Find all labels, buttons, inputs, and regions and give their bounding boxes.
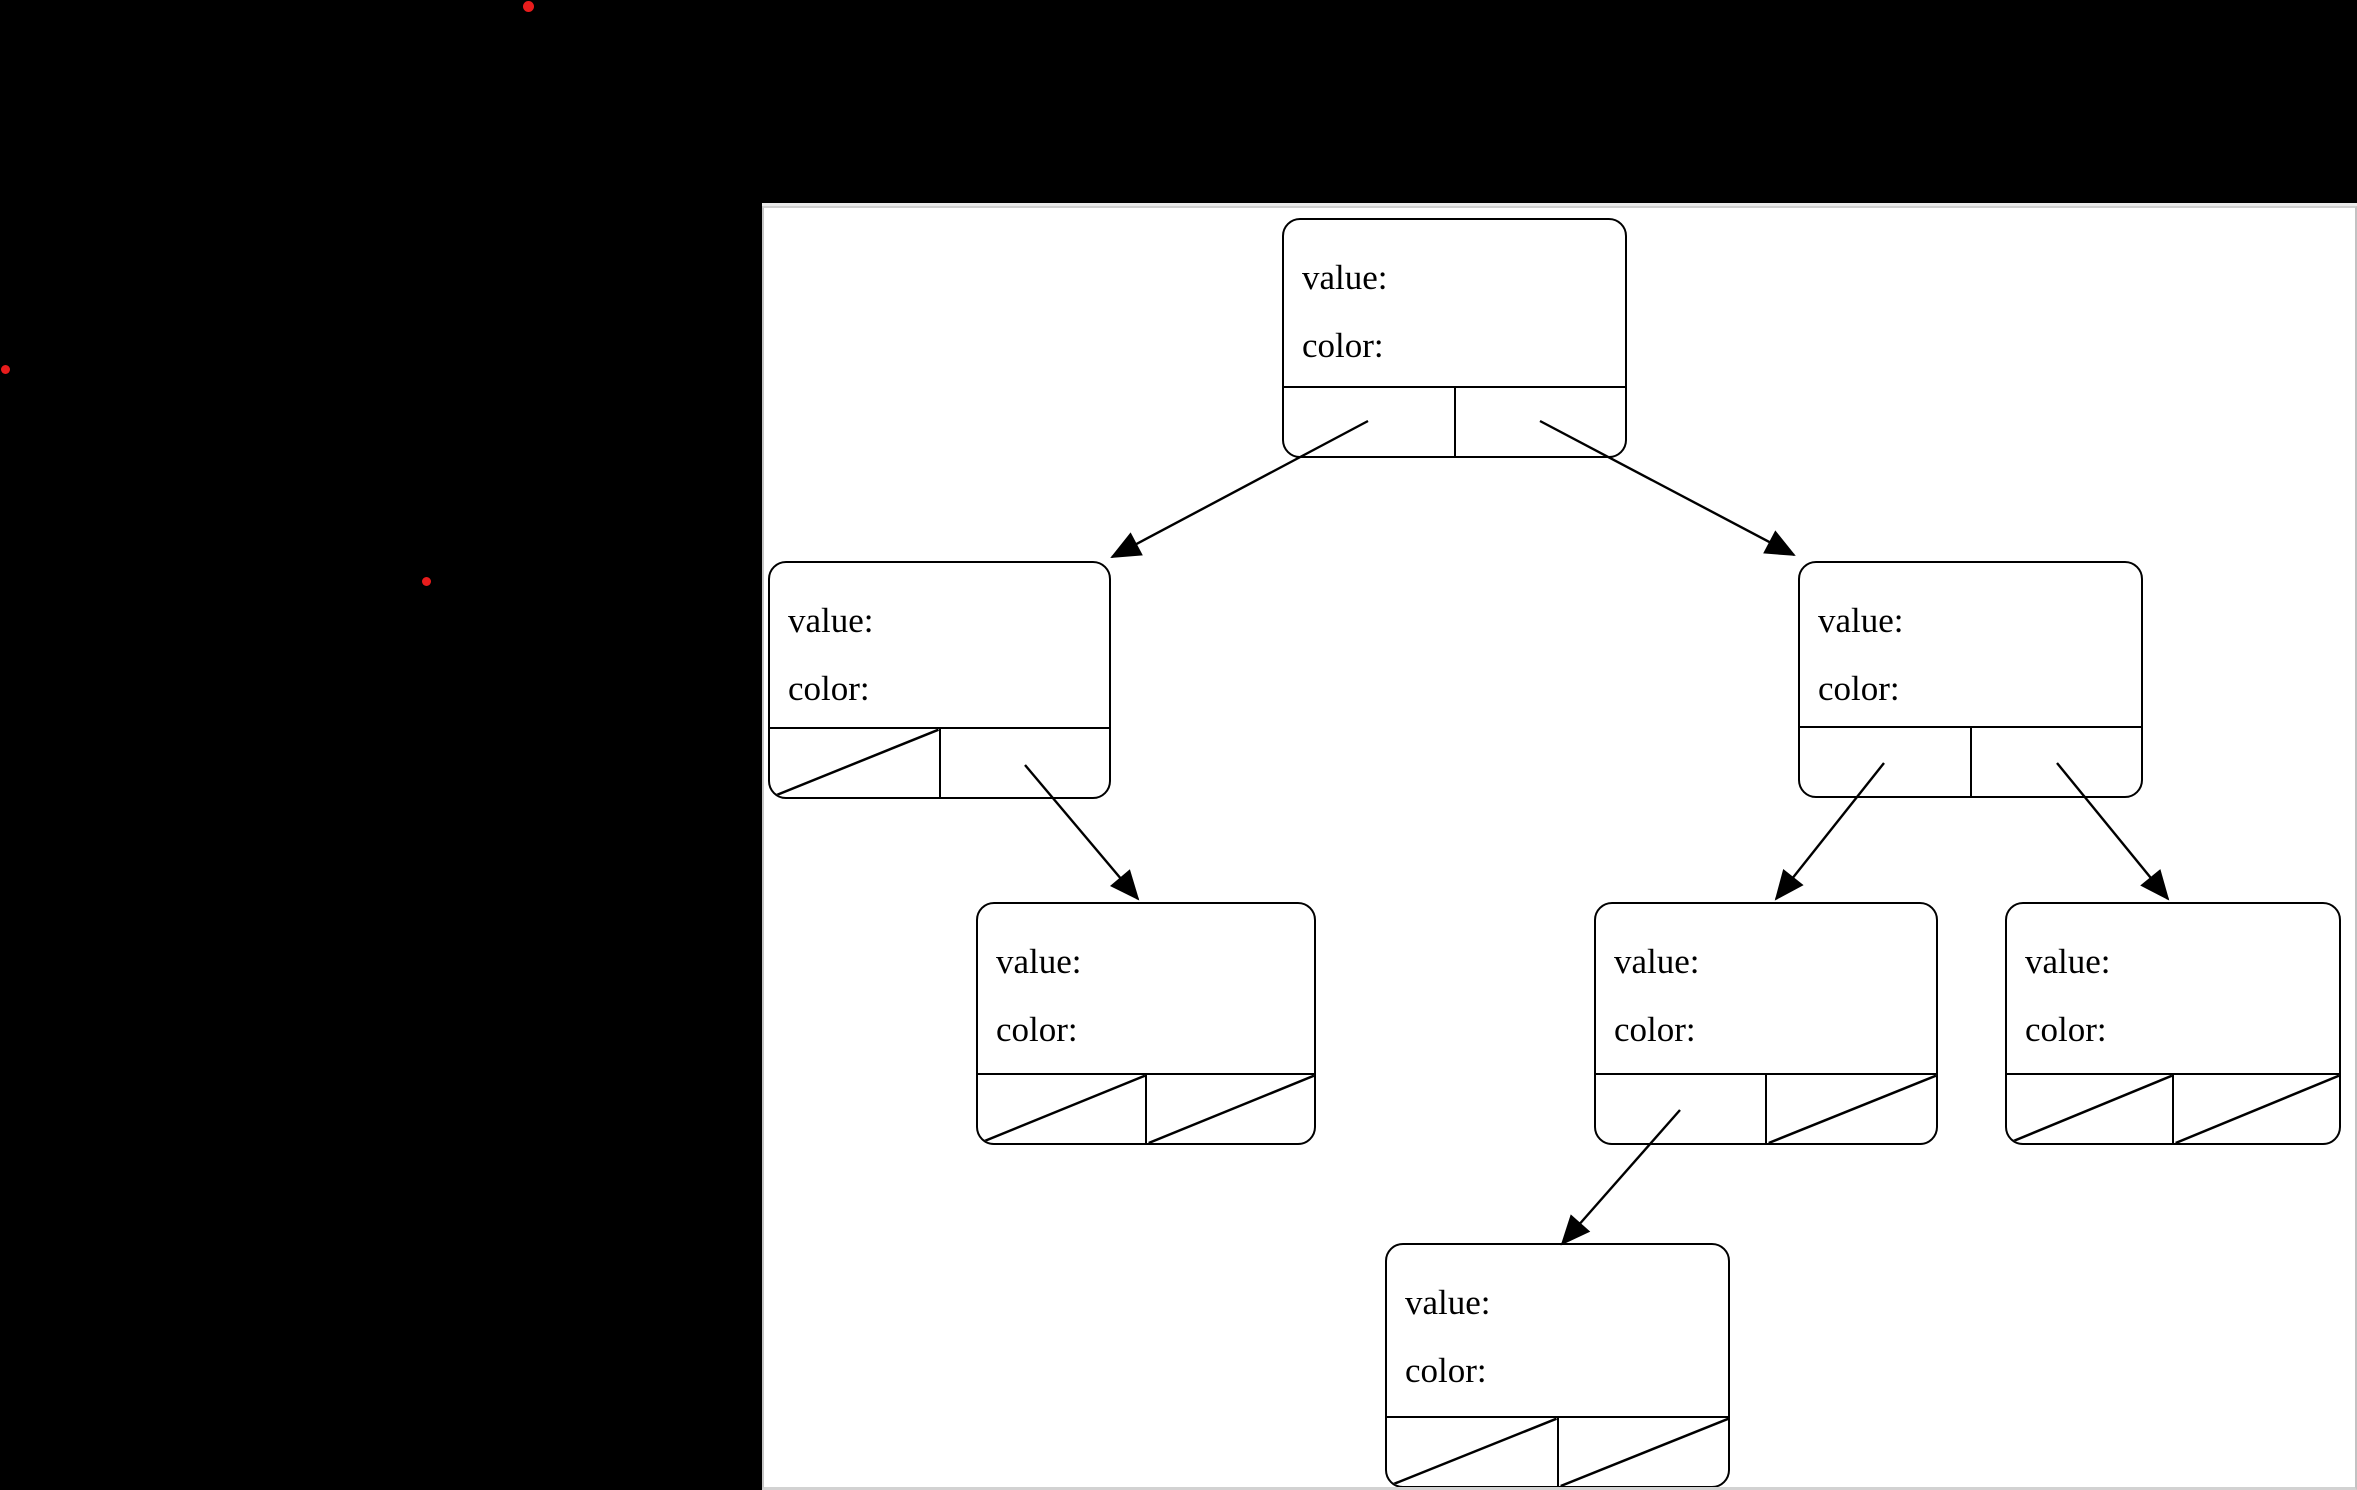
pointer-row	[1800, 726, 2141, 796]
null-slash-icon	[770, 729, 939, 797]
color-field-label: color:	[1614, 1010, 1696, 1049]
right-pointer-cell	[1767, 1075, 1936, 1143]
right-pointer-cell	[1972, 728, 2142, 796]
tree-node-left-grandchild: value: color:	[976, 902, 1316, 1145]
pointer-row	[1596, 1073, 1936, 1143]
left-pointer-cell	[1284, 388, 1456, 456]
null-slash-icon	[1767, 1075, 1936, 1143]
tree-node-left-child: value: color:	[768, 561, 1111, 799]
left-pointer-cell	[770, 729, 941, 797]
right-pointer-cell	[1559, 1418, 1729, 1486]
null-slash-icon	[2007, 1075, 2172, 1143]
node-fields: value: color:	[1387, 1245, 1728, 1405]
value-field-label: value:	[1302, 258, 1388, 297]
diagram-canvas: value:color:value:color:value:color:valu…	[762, 203, 2357, 1490]
color-field-label: color:	[996, 1010, 1078, 1049]
left-pointer-cell	[2007, 1075, 2174, 1143]
red-dot-2	[0, 364, 10, 374]
pointer-row	[1387, 1416, 1728, 1486]
node-fields: value: color:	[2007, 904, 2339, 1064]
tree-node-right-grandchild: value: color:	[2005, 902, 2341, 1145]
pointer-row	[1284, 386, 1625, 456]
tree-node-great-grandchild: value: color:	[1385, 1243, 1730, 1488]
pointer-row	[770, 727, 1109, 797]
left-pointer-cell	[1596, 1075, 1767, 1143]
tree-node-right-child: value: color:	[1798, 561, 2143, 798]
value-field-label: value:	[1405, 1283, 1491, 1322]
color-field-label: color:	[788, 669, 870, 708]
left-pointer-cell	[1800, 728, 1972, 796]
value-field-label: value:	[1818, 601, 1904, 640]
value-field-label: value:	[1614, 942, 1700, 981]
node-fields: value: color:	[1800, 563, 2141, 723]
value-field-label: value:	[2025, 942, 2111, 981]
node-fields: value: color:	[1596, 904, 1936, 1064]
null-slash-icon	[1147, 1075, 1314, 1143]
null-slash-icon	[978, 1075, 1145, 1143]
null-slash-icon	[1559, 1418, 1729, 1486]
right-pointer-cell	[2174, 1075, 2339, 1143]
tree-node-root: value: color:	[1282, 218, 1627, 458]
red-dot-3	[421, 576, 431, 586]
pointer-row	[978, 1073, 1314, 1143]
node-fields: value: color:	[978, 904, 1314, 1064]
color-field-label: color:	[1302, 326, 1384, 365]
color-field-label: color:	[2025, 1010, 2107, 1049]
red-dot-1	[522, 0, 534, 12]
node-fields: value: color:	[1284, 220, 1625, 380]
right-pointer-cell	[1147, 1075, 1314, 1143]
null-slash-icon	[1387, 1418, 1557, 1486]
right-pointer-cell	[941, 729, 1110, 797]
tree-node-middle-grandchild: value: color:	[1594, 902, 1938, 1145]
pointer-row	[2007, 1073, 2339, 1143]
left-pointer-cell	[1387, 1418, 1559, 1486]
null-slash-icon	[2174, 1075, 2339, 1143]
right-pointer-cell	[1456, 388, 1626, 456]
value-field-label: value:	[788, 601, 874, 640]
color-field-label: color:	[1818, 669, 1900, 708]
value-field-label: value:	[996, 942, 1082, 981]
color-field-label: color:	[1405, 1351, 1487, 1390]
node-fields: value: color:	[770, 563, 1109, 723]
left-pointer-cell	[978, 1075, 1147, 1143]
